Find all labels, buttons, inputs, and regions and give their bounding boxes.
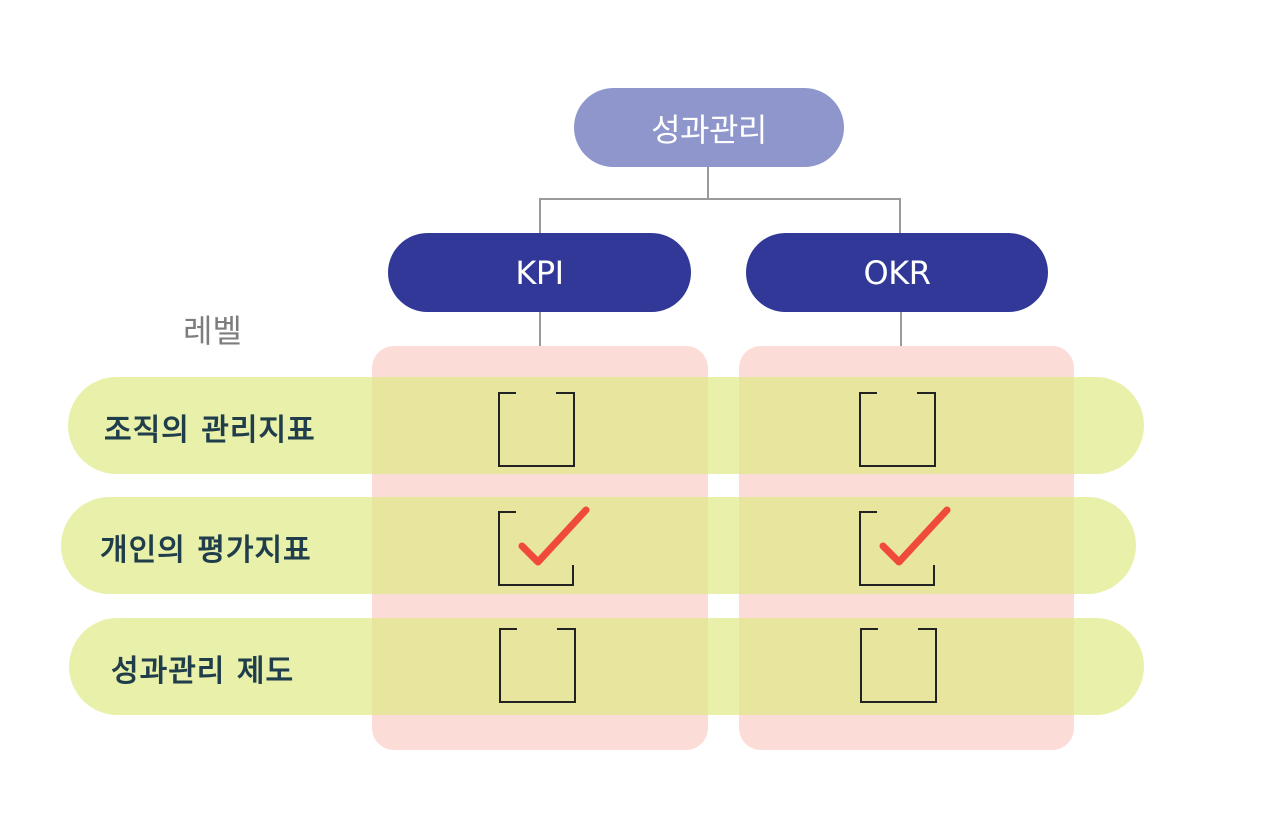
check-mark-icon [518,506,590,566]
branch-okr-line [899,198,901,233]
checkbox-icon [498,506,590,586]
level-title: 레벨 [183,312,242,350]
kpi-node: KPI [388,233,691,312]
checkbox-okr-individual [859,506,951,586]
checkbox-okr-system [860,627,937,703]
okr-column-stem-line [900,312,902,346]
okr-node-label: OKR [863,253,931,292]
check-mark-icon [879,506,951,566]
checkbox-frame [499,628,576,703]
checkbox-icon [859,392,936,467]
kpi-node-label: KPI [515,253,564,292]
checkbox-icon [859,506,951,586]
checkbox-okr-organization [859,391,936,467]
branch-kpi-line [539,198,541,233]
checkbox-frame [498,511,574,586]
level-label-individual: 개인의 평가지표 [100,533,312,568]
root-node-label: 성과관리 [651,110,767,149]
checkbox-kpi-system [499,627,576,703]
checkbox-kpi-individual [498,506,590,586]
level-row-individual [61,497,1136,594]
checkbox-icon [499,628,576,703]
checkbox-icon [498,392,575,467]
level-row-organization [68,377,1144,474]
branch-horizontal-line [539,198,901,200]
checkbox-frame [859,392,936,467]
root-node: 성과관리 [574,88,844,167]
okr-node: OKR [746,233,1048,312]
checkbox-kpi-organization [498,391,575,467]
level-label-system: 성과관리 제도 [111,654,295,689]
kpi-column-stem-line [539,312,541,346]
root-stem-line [707,167,709,199]
checkbox-frame [498,392,575,467]
checkbox-frame [859,511,935,586]
level-row-system [69,618,1144,715]
level-label-organization: 조직의 관리지표 [104,413,316,448]
checkbox-frame [860,628,937,703]
checkbox-icon [860,628,937,703]
